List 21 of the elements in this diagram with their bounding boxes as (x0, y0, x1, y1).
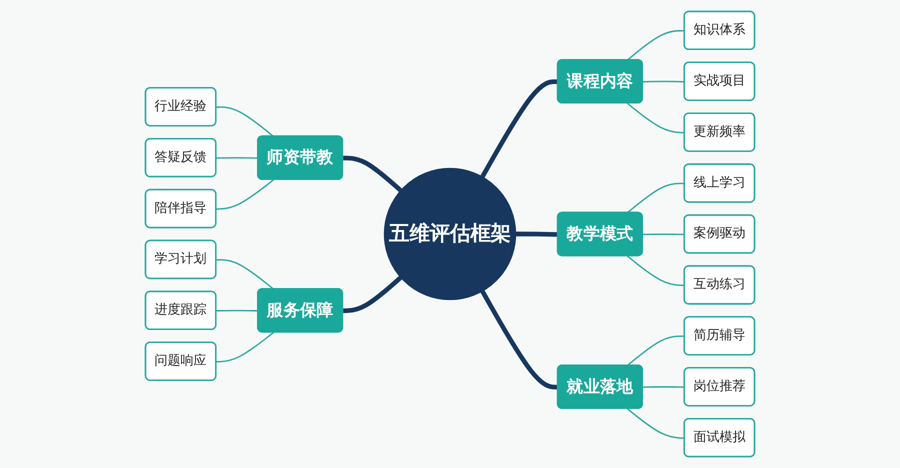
connector (480, 79, 558, 178)
node-circle: 五维评估框架 (384, 168, 516, 300)
connector (216, 259, 274, 290)
connector (216, 157, 258, 159)
connector (642, 80, 685, 82)
connector (343, 156, 402, 192)
connector (216, 310, 258, 312)
connector (627, 30, 685, 61)
connector (216, 179, 274, 210)
connector (216, 106, 274, 137)
connector (627, 335, 685, 366)
connector (627, 102, 685, 134)
connector (642, 386, 685, 388)
connector (642, 233, 685, 236)
connector (343, 276, 402, 314)
connector (627, 182, 685, 214)
connector (627, 256, 685, 286)
connector (516, 232, 558, 237)
connector (216, 332, 274, 362)
connector (480, 290, 558, 390)
connector (627, 408, 685, 439)
